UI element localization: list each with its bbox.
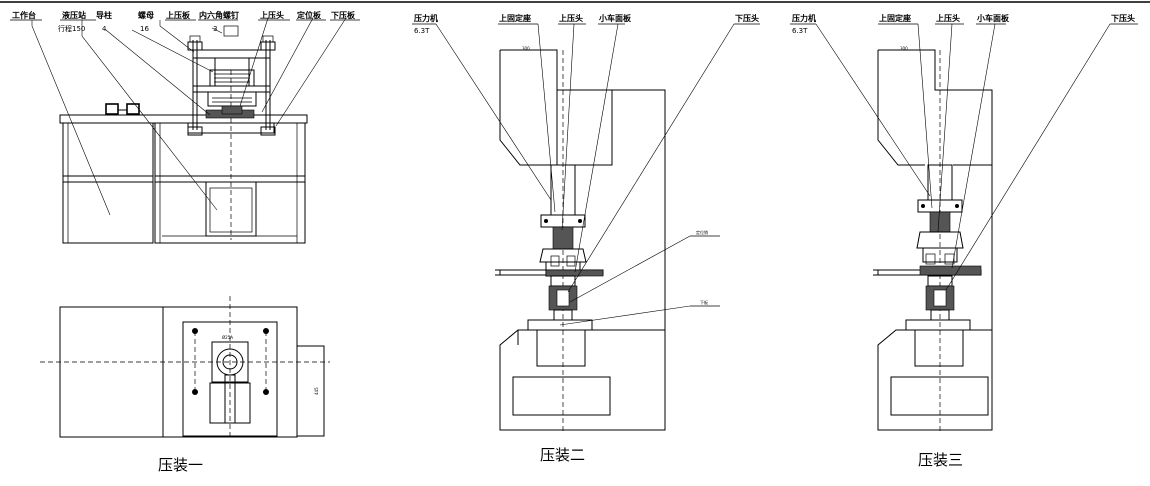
label-trolley-panel: 小车面板 (598, 13, 632, 23)
svg-text:下板: 下板 (700, 299, 708, 305)
label-upper-plate: 上压板 (166, 10, 191, 20)
label-hydraulic-station: 液压站 (62, 10, 86, 20)
press-bed (905, 319, 971, 331)
clamp-knob-left (105, 103, 119, 115)
nut (187, 126, 203, 136)
svg-text:300: 300 (522, 46, 530, 51)
label-upper-head: 上压头 (559, 13, 583, 23)
guide-post-hole (192, 389, 198, 395)
upper-head (552, 226, 574, 250)
label-lower-head: 下压头 (1111, 13, 1135, 23)
upper-head (929, 211, 951, 233)
side-extension (296, 345, 325, 437)
press-lower-cabinet (890, 376, 989, 416)
label-press: 压力机 (792, 13, 816, 23)
label-upper-fixed-seat: 上固定座 (499, 13, 531, 23)
worktable-plan (59, 306, 298, 438)
label-upper-fixed-seat: 上固定座 (879, 13, 911, 23)
label-worktable: 工作台 (12, 10, 36, 20)
view2-press-assembly: 定位销 下板 300 压力机 6.3T 上固定座 上压头 小车面板 下压头 压装… (412, 13, 760, 464)
label-lower-head: 下压头 (735, 13, 759, 23)
label-press: 压力机 (414, 13, 438, 23)
svg-text:300: 300 (900, 46, 908, 51)
hex-screw (223, 25, 239, 37)
worktable-right-cabinet (154, 122, 306, 244)
svg-text:445: 445 (314, 387, 319, 395)
label-hex-screw-qty: 3 (213, 25, 217, 33)
guide-post-hole (192, 328, 198, 334)
view3-press-assembly: 300 压力机 6.3T 上固定座 上压头 小车面板 下压头 压装三 (790, 13, 1138, 469)
guide-post-hole (263, 328, 269, 334)
label-upper-head: 上压头 (936, 13, 960, 23)
label-stroke: 行程150 (58, 24, 85, 33)
label-nut: 螺母 (138, 10, 154, 20)
label-guide-post-qty: 4 (102, 25, 107, 33)
svg-text:定位销: 定位销 (696, 229, 708, 235)
caption-view1: 压装一 (158, 456, 203, 474)
view1-plan-view: Ø25A 445 压装一 (40, 296, 330, 474)
guide-post-hole (263, 389, 269, 395)
nut (260, 41, 276, 51)
label-hex-screw: 内六角螺钉 (199, 10, 239, 20)
label-positioning-plate: 定位板 (296, 10, 322, 20)
upper-press-plate (192, 49, 271, 59)
svg-text:Ø25A: Ø25A (222, 335, 233, 340)
press-frame (877, 49, 993, 431)
label-lower-plate: 下压板 (331, 10, 356, 20)
worktable-left-cabinet (62, 122, 154, 244)
clamp-knob-right (126, 103, 140, 115)
label-guide-post: 导柱 (96, 10, 112, 20)
view1-front-elevation: 工作台 液压站 行程150 导柱 4 螺母 16 上压板 内六角螺钉 3 上压头… (10, 10, 360, 244)
press-lower-cabinet (512, 376, 611, 416)
nut (260, 126, 276, 136)
caption-view3: 压装三 (918, 451, 963, 469)
label-press-tonnage: 6.3T (792, 27, 808, 35)
label-upper-head: 上压头 (260, 10, 284, 20)
label-press-tonnage: 6.3T (414, 27, 430, 35)
label-trolley-panel: 小车面板 (976, 13, 1010, 23)
press-frame (499, 49, 666, 431)
caption-view2: 压装二 (540, 446, 585, 464)
label-nut-qty: 16 (140, 25, 149, 33)
